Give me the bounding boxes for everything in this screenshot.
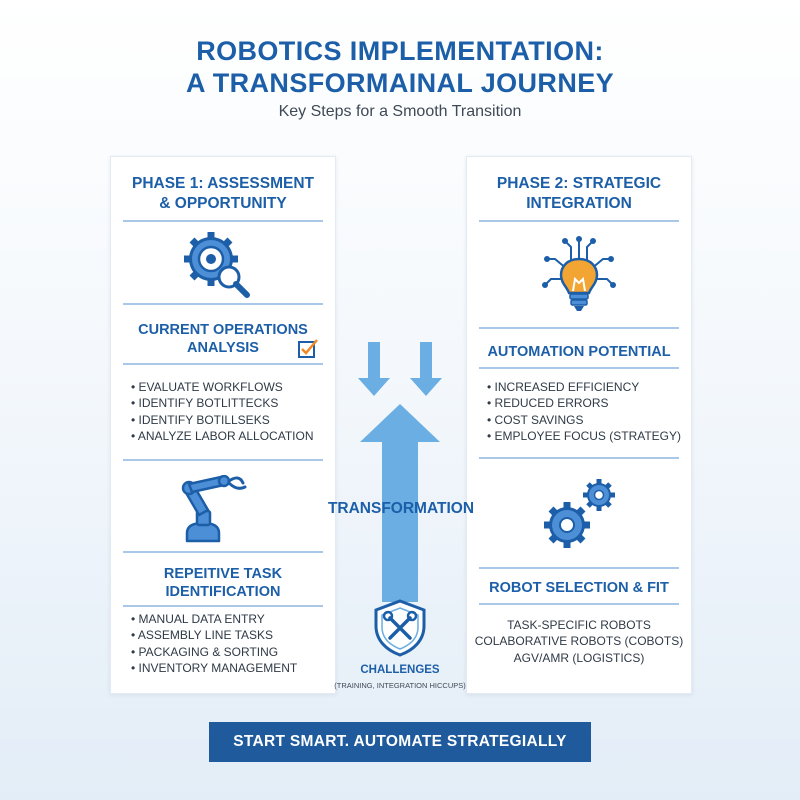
phase-2-panel: PHASE 2: STRATEGIC INTEGRATION AUTOMATIO… xyxy=(466,156,692,694)
current-operations-heading-line2: ANALYSIS xyxy=(187,340,259,356)
repetitive-task-heading-line1: REPEITIVE TASK xyxy=(163,566,283,582)
divider xyxy=(123,551,323,553)
divider xyxy=(123,303,323,305)
list-item: PACKAGING & SORTING xyxy=(131,644,297,660)
divider xyxy=(479,457,679,459)
page-title-line2: A TRANSFORMAINAL JOURNEY xyxy=(185,68,615,98)
divider xyxy=(123,363,323,365)
checkbox-icon xyxy=(298,339,318,358)
list-item: IDENTIFY BOTILLSEKS xyxy=(131,412,314,428)
list-item: REDUCED ERRORS xyxy=(487,395,681,411)
cta-banner: START SMART. AUTOMATE STRATEGIALLY xyxy=(209,722,591,762)
list-item: AGV/AMR (LOGISTICS) xyxy=(513,650,645,665)
shield-tools-icon xyxy=(374,599,426,657)
transformation-arrows xyxy=(358,342,442,602)
divider xyxy=(479,603,679,605)
divider xyxy=(123,220,323,222)
robot-selection-list: TASK-SPECIFIC ROBOTS COLABORATIVE ROBOTS… xyxy=(467,617,691,666)
automation-potential-heading: AUTOMATION POTENTIAL xyxy=(487,344,671,360)
automation-potential-list: INCREASED EFFICIENCY REDUCED ERRORS COST… xyxy=(487,379,681,444)
repetitive-task-list: MANUAL DATA ENTRY ASSEMBLY LINE TASKS PA… xyxy=(131,611,297,676)
list-item: EMPLOYEE FOCUS (STRATEGY) xyxy=(487,428,681,444)
gear-magnifier-icon xyxy=(184,232,250,298)
divider xyxy=(123,459,323,461)
challenges-label: CHALLENGES xyxy=(360,664,440,676)
page-subtitle: Key Steps for a Smooth Transition xyxy=(278,103,522,120)
gears-icon xyxy=(544,479,615,548)
list-item: IDENTIFY BOTLITTECKS xyxy=(131,395,314,411)
list-item: INVENTORY MANAGEMENT xyxy=(131,660,298,676)
current-operations-list: EVALUATE WORKFLOWS IDENTIFY BOTLITTECKS … xyxy=(131,379,314,444)
list-item: ASSEMBLY LINE TASKS xyxy=(131,627,297,643)
list-item: MANUAL DATA ENTRY xyxy=(131,611,297,627)
robot-selection-heading: ROBOT SELECTION & FIT xyxy=(489,580,669,596)
up-arrow-large xyxy=(360,404,440,602)
list-item: ANALYZE LABOR ALLOCATION xyxy=(131,428,314,444)
phase-1-title-line1: PHASE 1: ASSESSMENT xyxy=(131,175,315,192)
robot-arm-icon xyxy=(181,475,247,543)
phase-1-title-line2: & OPPORTUNITY xyxy=(159,195,287,212)
down-arrow-left xyxy=(358,342,390,396)
phase-2-title-line2: INTEGRATION xyxy=(526,195,632,212)
divider xyxy=(479,567,679,569)
lightbulb-circuit-icon xyxy=(542,236,616,311)
list-item: TASK-SPECIFIC ROBOTS xyxy=(507,618,651,632)
down-arrow-right xyxy=(410,342,442,396)
list-item: COST SAVINGS xyxy=(487,412,681,428)
list-item: COLABORATIVE ROBOTS (COBOTS) xyxy=(474,634,684,649)
list-item: EVALUATE WORKFLOWS xyxy=(131,379,314,395)
challenges-subtext: (Training, Integration Hiccups) xyxy=(334,681,466,690)
divider xyxy=(479,220,679,222)
phase-2-title-line1: PHASE 2: STRATEGIC xyxy=(496,175,662,192)
transformation-label: TRANSFORMATION xyxy=(327,500,475,517)
repetitive-task-heading-line2: IDENTIFICATION xyxy=(165,584,281,600)
phase-1-panel: PHASE 1: ASSESSMENT & OPPORTUNITY CURREN… xyxy=(110,156,336,694)
divider xyxy=(479,367,679,369)
page-title-line1: ROBOTICS IMPLEMENTATION: xyxy=(196,36,604,66)
divider xyxy=(479,327,679,329)
divider xyxy=(123,605,323,607)
list-item: INCREASED EFFICIENCY xyxy=(487,379,681,395)
current-operations-heading-line1: CURRENT OPERATIONS xyxy=(138,322,308,338)
